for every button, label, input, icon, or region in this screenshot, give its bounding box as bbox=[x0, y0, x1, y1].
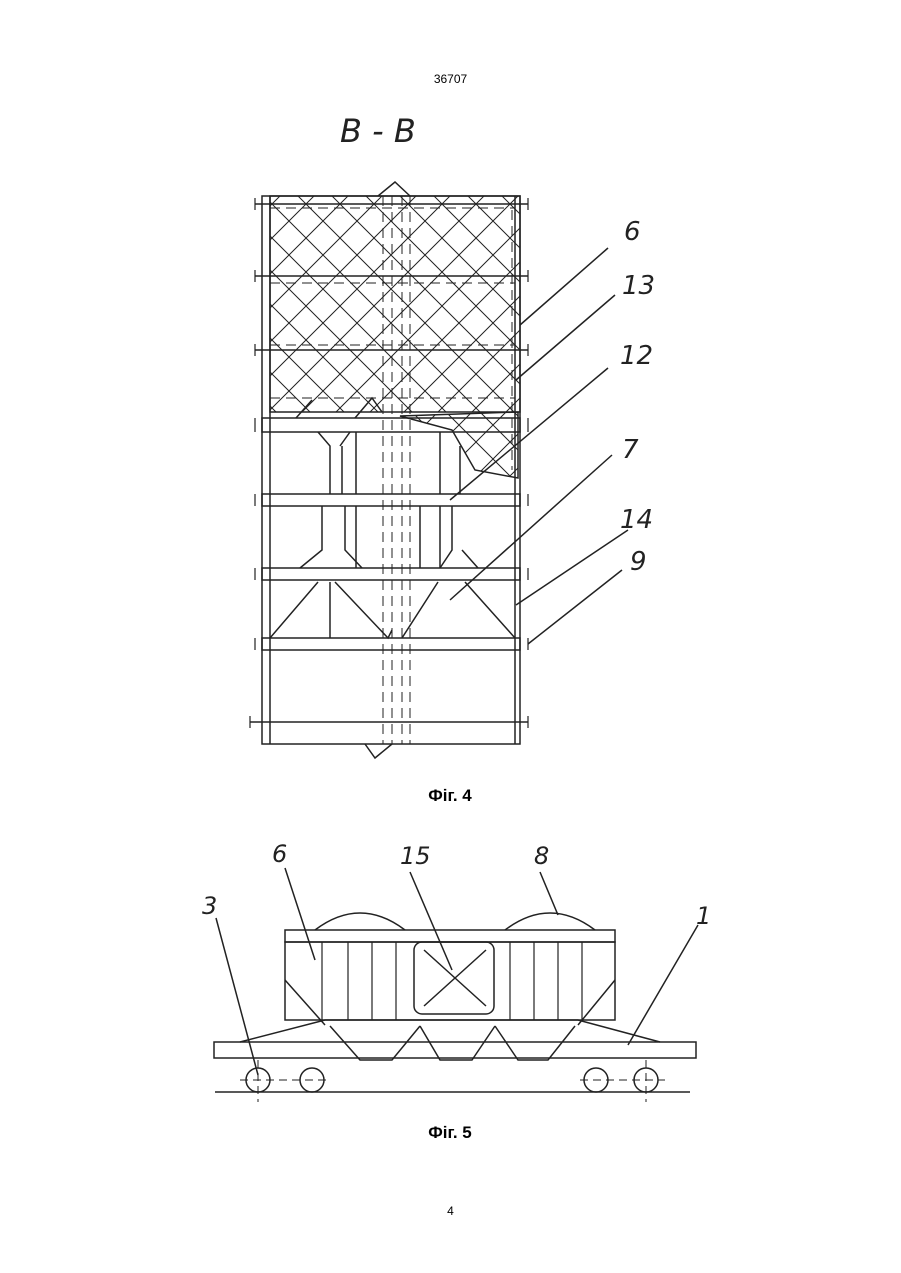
section-label: B - B bbox=[340, 112, 416, 150]
figure-5-caption: Фіг. 5 bbox=[350, 1123, 550, 1143]
callout-12: 12 bbox=[620, 341, 653, 371]
figure-4-caption: Фіг. 4 bbox=[350, 786, 550, 806]
figure-4-drawing: 6 13 12 7 14 9 B - B bbox=[0, 0, 901, 800]
callout-8: 8 bbox=[534, 842, 549, 870]
callout-6: 6 bbox=[624, 217, 641, 247]
figure-5-drawing: 6 15 8 3 1 bbox=[0, 820, 901, 1120]
callout-3: 3 bbox=[202, 892, 217, 920]
callout-1: 1 bbox=[696, 902, 711, 930]
callout-13: 13 bbox=[622, 271, 655, 301]
page-number: 4 bbox=[0, 1204, 901, 1218]
callout-6: 6 bbox=[272, 840, 287, 868]
callout-14: 14 bbox=[620, 505, 653, 535]
callout-15: 15 bbox=[400, 842, 431, 870]
callout-7: 7 bbox=[622, 435, 639, 465]
callout-9: 9 bbox=[630, 547, 647, 577]
